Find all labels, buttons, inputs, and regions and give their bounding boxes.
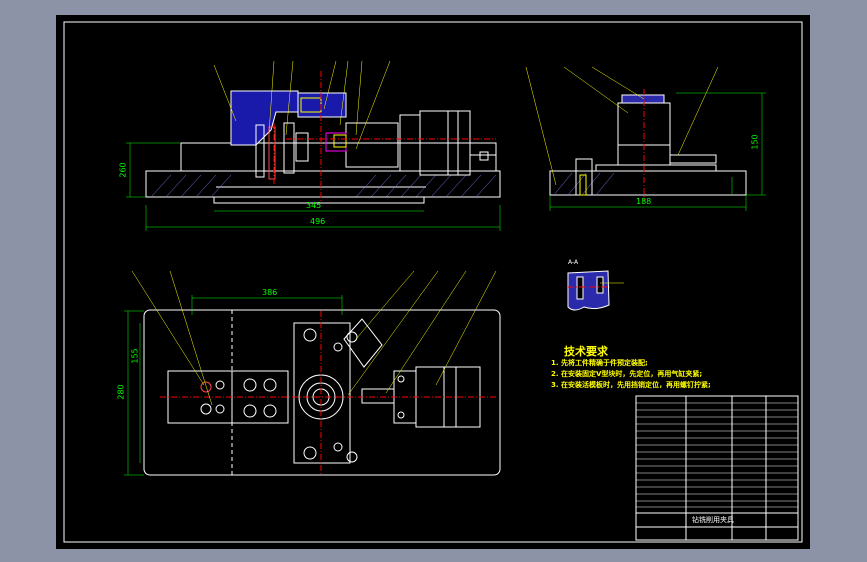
section-a-a — [567, 270, 624, 311]
dim-front-base-width: 345 — [306, 201, 322, 210]
technical-requirements-list: 1. 先将工件精确于件预定装配; 2. 在安装固定V型块时，先定位，再用气缸夹紧… — [551, 358, 711, 391]
side-view — [525, 66, 766, 211]
technical-requirement-item: 3. 在安装活模板时，先用挡销定位，再用螺钉拧紧; — [551, 381, 711, 389]
dim-plan-length: 386 — [262, 288, 278, 297]
dim-side-height: 150 — [750, 134, 760, 150]
dim-plan-height: 280 — [116, 384, 126, 400]
title-block-frame — [635, 395, 799, 541]
cad-drawing-canvas[interactable] — [56, 15, 810, 549]
dim-front-length: 496 — [310, 217, 326, 226]
cad-drawing-viewport[interactable]: 345 496 260 188 150 386 280 155 A-A 技术要求… — [56, 15, 810, 549]
plan-view — [124, 270, 501, 476]
drawing-border — [63, 21, 803, 543]
technical-requirement-item: 2. 在安装固定V型块时，先定位，再用气缸夹紧; — [551, 370, 703, 378]
dim-front-height: 260 — [118, 162, 128, 178]
section-label: A-A — [568, 259, 579, 266]
front-view — [126, 60, 501, 231]
dim-side-width: 188 — [636, 197, 652, 206]
technical-requirement-item: 1. 先将工件精确于件预定装配; — [551, 359, 648, 367]
dim-plan-width: 155 — [130, 348, 140, 364]
technical-requirements-heading: 技术要求 — [564, 345, 608, 358]
drawing-title: 钻铣削用夹具 — [692, 516, 734, 524]
